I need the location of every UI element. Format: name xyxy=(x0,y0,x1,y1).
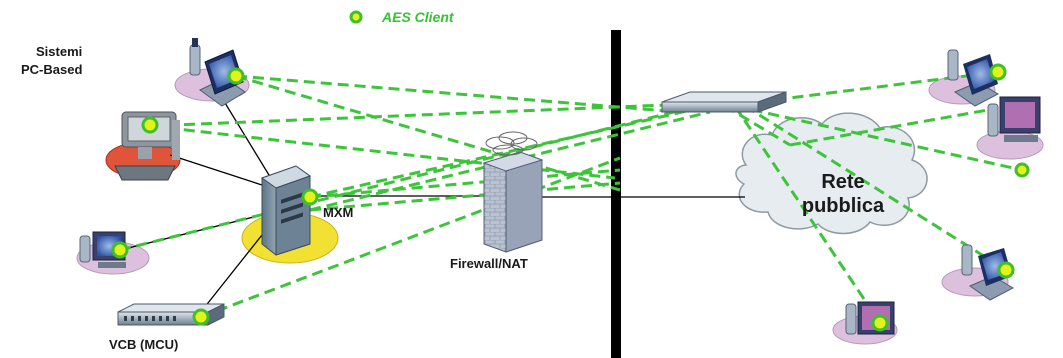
cloud-icon xyxy=(735,112,928,235)
network-barrier xyxy=(611,30,621,358)
laptop-client-icon[interactable] xyxy=(947,49,1000,107)
server-tower-icon[interactable] xyxy=(260,165,312,256)
cloud-label-line2: pubblica xyxy=(801,195,885,217)
aes-client-markers xyxy=(111,10,1030,332)
router-icon[interactable] xyxy=(661,91,787,113)
vcb-label: VCB (MCU) xyxy=(109,337,179,352)
sistemi-label: Sistemi xyxy=(36,44,83,59)
firewall-label: Firewall/NAT xyxy=(450,256,528,271)
mxm-label: MXM xyxy=(323,205,354,220)
aes-links xyxy=(119,70,1023,324)
cloud-label-line1: Rete xyxy=(821,171,865,193)
pc-based-label: PC-Based xyxy=(21,62,83,77)
desktop-terminal-icon[interactable] xyxy=(987,96,1041,142)
legend-label: AES Client xyxy=(382,9,454,25)
firewall-icon[interactable] xyxy=(482,131,544,253)
solid-links xyxy=(119,97,745,309)
